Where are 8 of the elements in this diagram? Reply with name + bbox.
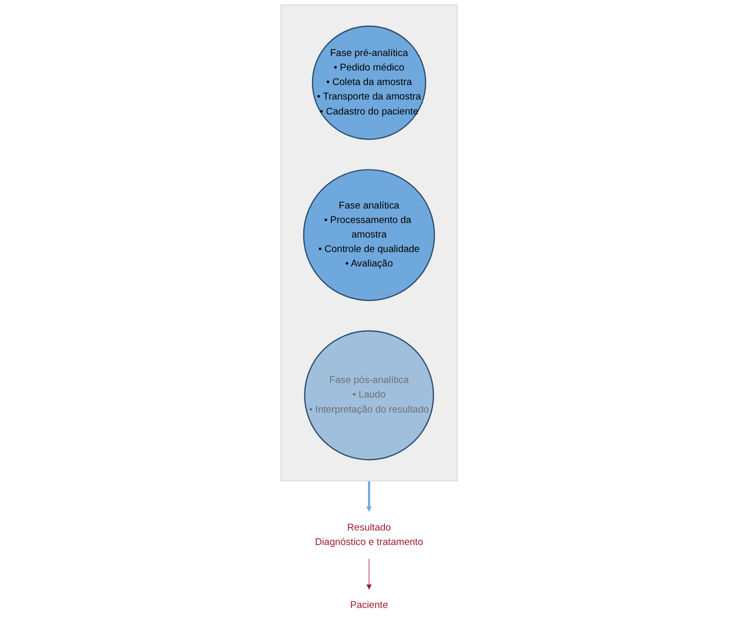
node-circle: Fase analítica • Processamento da amostra • Controle de qualidade • Avaliação [304, 169, 436, 302]
node-circle: Fase pós-analítica • Laudo • Interpretação do resultado [304, 330, 435, 460]
node-circle: Fase pré-analítica • Pedido médico • Coleta da amostra • Transporte da amostra • Cadastro do paciente [312, 26, 427, 140]
arrow [366, 558, 372, 590]
node-text: Paciente [350, 600, 388, 611]
node-text: Resultado Diagnóstico e tratamento [315, 522, 424, 548]
arrow [366, 481, 372, 512]
cluster [281, 4, 458, 482]
